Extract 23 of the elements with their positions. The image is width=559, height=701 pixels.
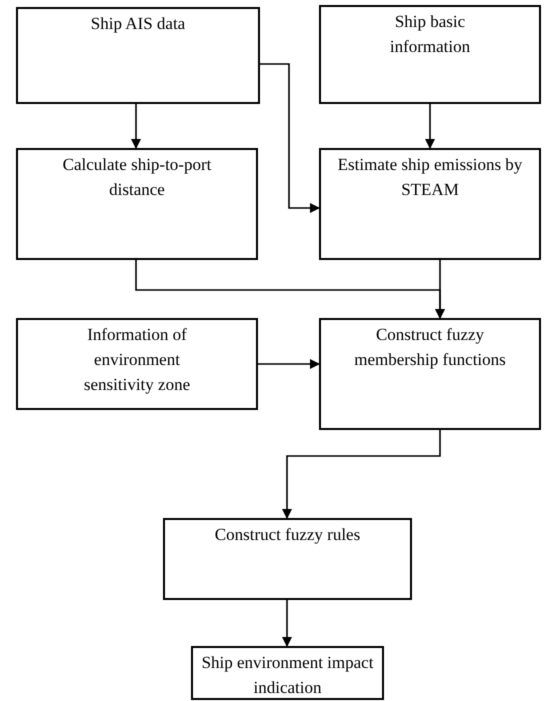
box-text: Estimate ship emissions by STEAM	[336, 154, 524, 201]
arrow	[282, 430, 441, 519]
arrow	[131, 104, 141, 149]
process-box	[319, 5, 541, 104]
arrow	[425, 104, 435, 149]
process-box	[191, 646, 384, 700]
arrow	[258, 359, 320, 369]
box-text: Ship AIS data	[90, 13, 186, 35]
process-box	[16, 318, 258, 410]
arrow	[435, 260, 445, 319]
process-box	[319, 148, 541, 260]
box-text: Construct fuzzy rules	[214, 524, 360, 546]
box-text: Calculate ship-to-port distance	[62, 154, 212, 201]
arrow	[282, 600, 292, 647]
process-box	[319, 318, 541, 430]
box-text: Ship environment impact indication	[200, 652, 374, 699]
process-box	[163, 518, 412, 600]
box-text: Ship basic information	[388, 11, 472, 58]
box-text: Construct fuzzy membership functions	[353, 324, 507, 371]
box-text: Information of environment sensitivity zone	[82, 324, 192, 396]
arrow	[260, 63, 320, 213]
process-box	[16, 148, 258, 260]
process-box	[16, 7, 260, 104]
